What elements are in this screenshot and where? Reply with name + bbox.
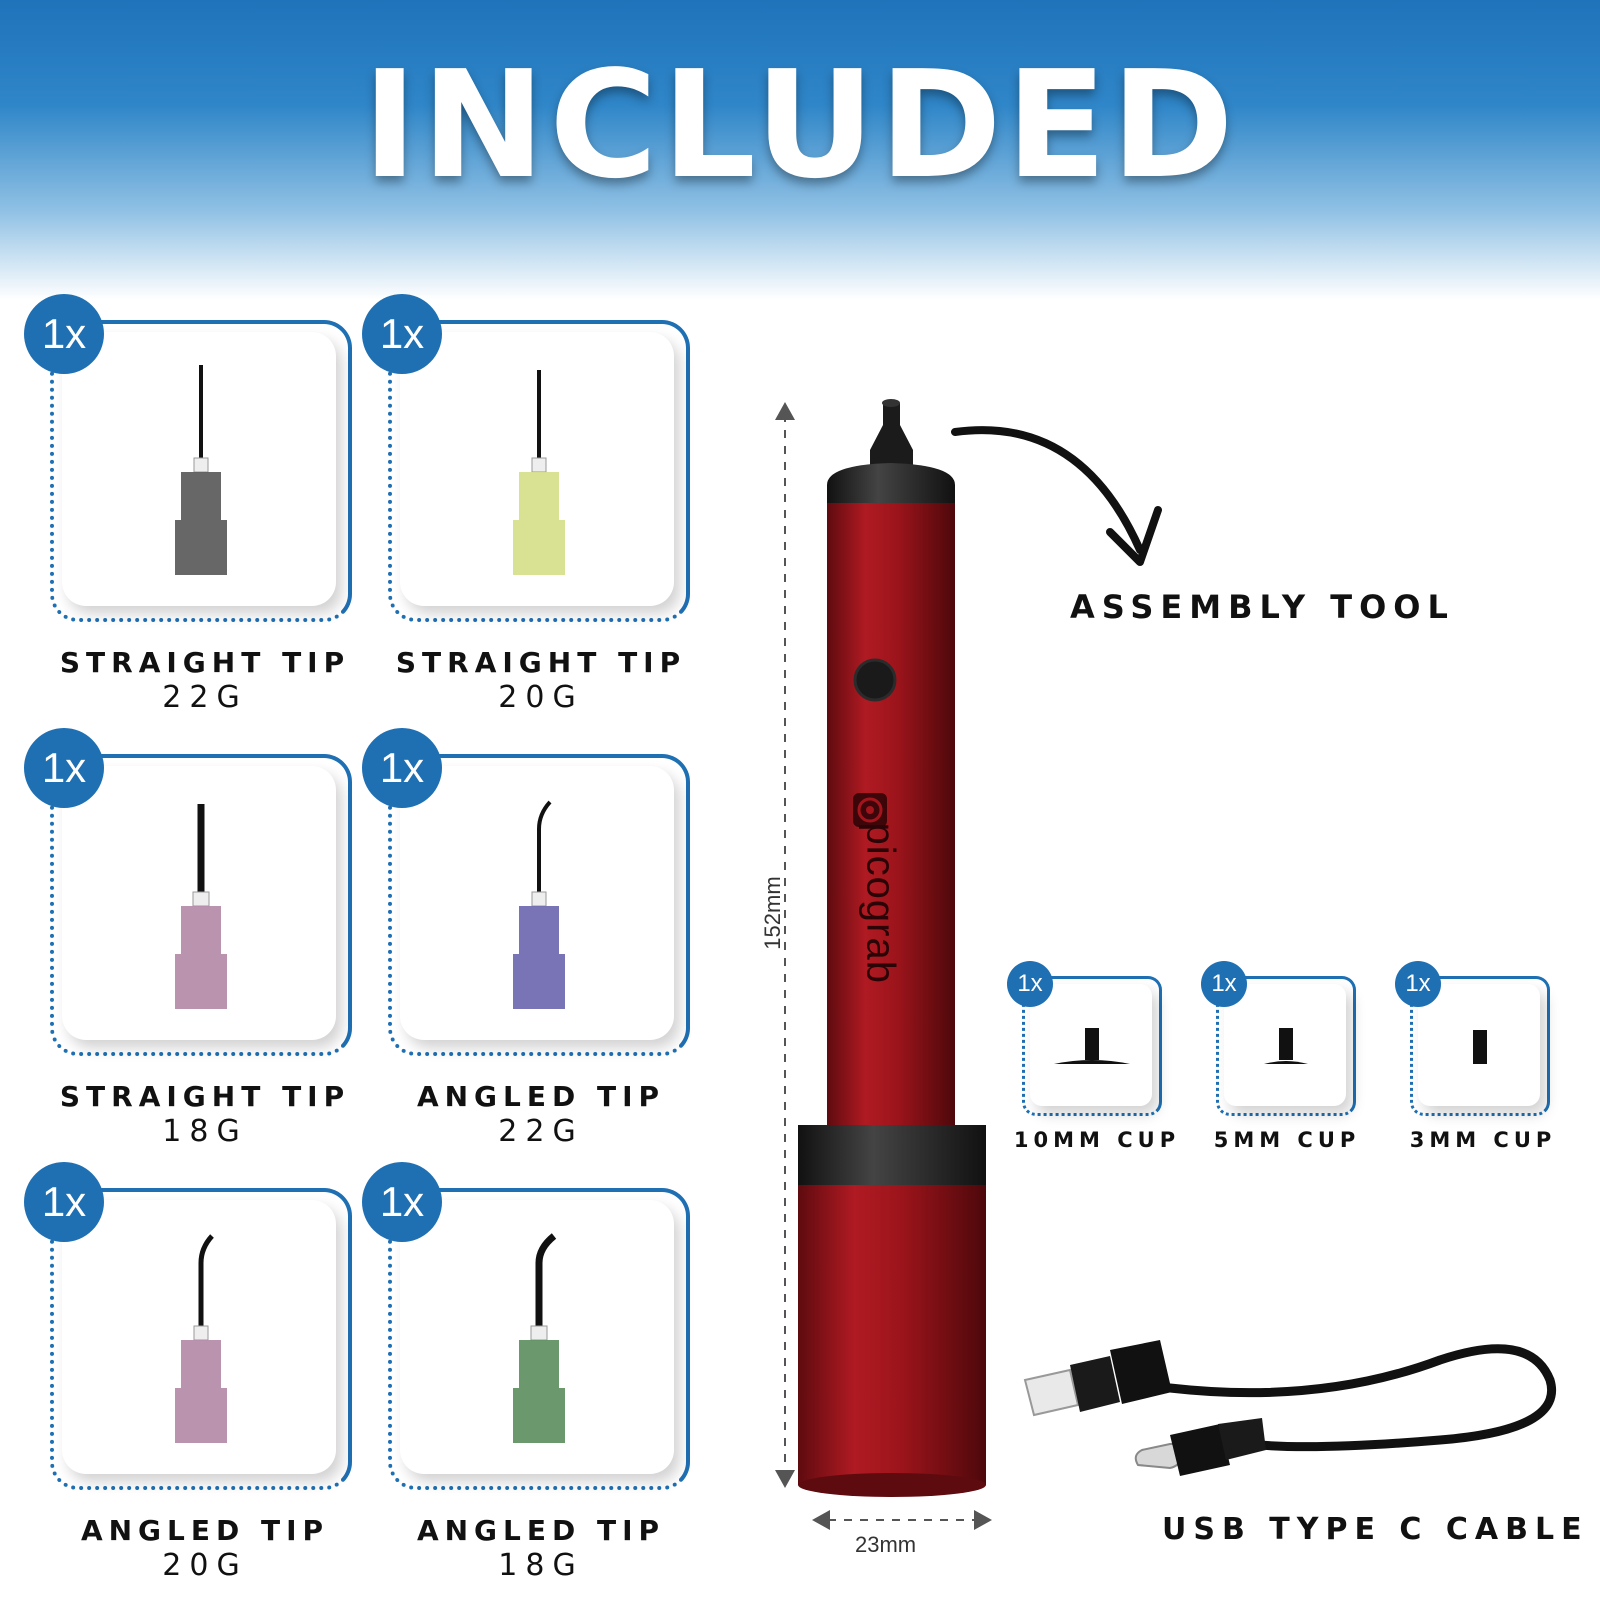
- tip-name: STRAIGHT TIP: [59, 646, 351, 679]
- card-frame: [50, 1188, 352, 1490]
- tip-name: ANGLED TIP: [416, 1514, 666, 1547]
- tip-card-1: 1x: [24, 294, 352, 622]
- needle-tip-icon: [175, 365, 227, 575]
- card-frame: [1410, 976, 1550, 1116]
- card-frame: [50, 754, 352, 1056]
- quantity-badge: 1x: [362, 728, 442, 808]
- tip-card-5: 1x: [24, 1162, 352, 1490]
- tip-gauge: 22G: [498, 1114, 584, 1149]
- angled-tip-icon: [513, 1233, 565, 1443]
- tip-name: ANGLED TIP: [416, 1080, 666, 1113]
- page-title: INCLUDED: [362, 39, 1238, 211]
- needle-tip-icon: [175, 804, 227, 1009]
- tip-gauge: 20G: [162, 1548, 248, 1583]
- quantity-badge: 1x: [1007, 961, 1053, 1007]
- tip-name: STRAIGHT TIP: [395, 646, 687, 679]
- card-frame: [388, 320, 690, 622]
- tip-gauge: 20G: [498, 680, 584, 715]
- cup-card-10mm: 1x: [1007, 961, 1162, 1116]
- usb-cable-label: USB TYPE C CABLE: [1162, 1512, 1589, 1547]
- tip-gauge: 18G: [162, 1114, 248, 1149]
- tip-label-6: ANGLED TIP 18G: [386, 1514, 696, 1584]
- assembly-tool-label: ASSEMBLY TOOL: [1070, 588, 1455, 626]
- tip-card-4: 1x: [362, 728, 690, 1056]
- tip-name: STRAIGHT TIP: [59, 1080, 351, 1113]
- quantity-badge: 1x: [362, 294, 442, 374]
- quantity-badge: 1x: [1201, 961, 1247, 1007]
- quantity-badge: 1x: [24, 1162, 104, 1242]
- header-banner: INCLUDED: [0, 0, 1600, 300]
- tip-card-3: 1x: [24, 728, 352, 1056]
- card-frame: [388, 1188, 690, 1490]
- card-frame: [1022, 976, 1162, 1116]
- cup-10mm-icon: [1054, 1028, 1130, 1064]
- tip-card-6: 1x: [362, 1162, 690, 1490]
- tip-label-2: STRAIGHT TIP 20G: [386, 646, 696, 716]
- cup-5mm-icon: [1264, 1028, 1308, 1064]
- tip-name: ANGLED TIP: [80, 1514, 330, 1547]
- cup-label-5mm: 5MM CUP: [1213, 1128, 1361, 1152]
- brand-logo-text: picograb: [858, 822, 903, 984]
- assembly-tool-image: [798, 399, 986, 1497]
- cup-label-10mm: 10MM CUP: [1013, 1128, 1181, 1152]
- quantity-badge: 1x: [1395, 961, 1441, 1007]
- tip-label-3: STRAIGHT TIP 18G: [50, 1080, 360, 1150]
- height-dimension-arrow: [775, 402, 795, 1488]
- curved-arrow-icon: [951, 426, 1162, 566]
- card-frame: [1216, 976, 1356, 1116]
- tip-label-1: STRAIGHT TIP 22G: [50, 646, 360, 716]
- width-dimension-arrow: [812, 1510, 992, 1530]
- cup-label-3mm: 3MM CUP: [1409, 1128, 1557, 1152]
- height-dimension-label: 152mm: [760, 876, 785, 950]
- cup-3mm-icon: [1473, 1030, 1487, 1064]
- angled-tip-icon: [175, 1234, 227, 1443]
- card-frame: [388, 754, 690, 1056]
- width-dimension-label: 23mm: [855, 1532, 917, 1557]
- cup-card-5mm: 1x: [1201, 961, 1356, 1116]
- angled-tip-icon: [513, 800, 565, 1009]
- tip-gauge: 18G: [498, 1548, 584, 1583]
- tip-card-2: 1x: [362, 294, 690, 622]
- quantity-badge: 1x: [24, 728, 104, 808]
- tip-gauge: 22G: [162, 680, 248, 715]
- cup-card-3mm: 1x: [1395, 961, 1550, 1116]
- card-frame: [50, 320, 352, 622]
- tip-label-5: ANGLED TIP 20G: [50, 1514, 360, 1584]
- quantity-badge: 1x: [24, 294, 104, 374]
- needle-tip-icon: [513, 370, 565, 575]
- quantity-badge: 1x: [362, 1162, 442, 1242]
- usb-cable-image: [1023, 1340, 1556, 1476]
- tip-label-4: ANGLED TIP 22G: [386, 1080, 696, 1150]
